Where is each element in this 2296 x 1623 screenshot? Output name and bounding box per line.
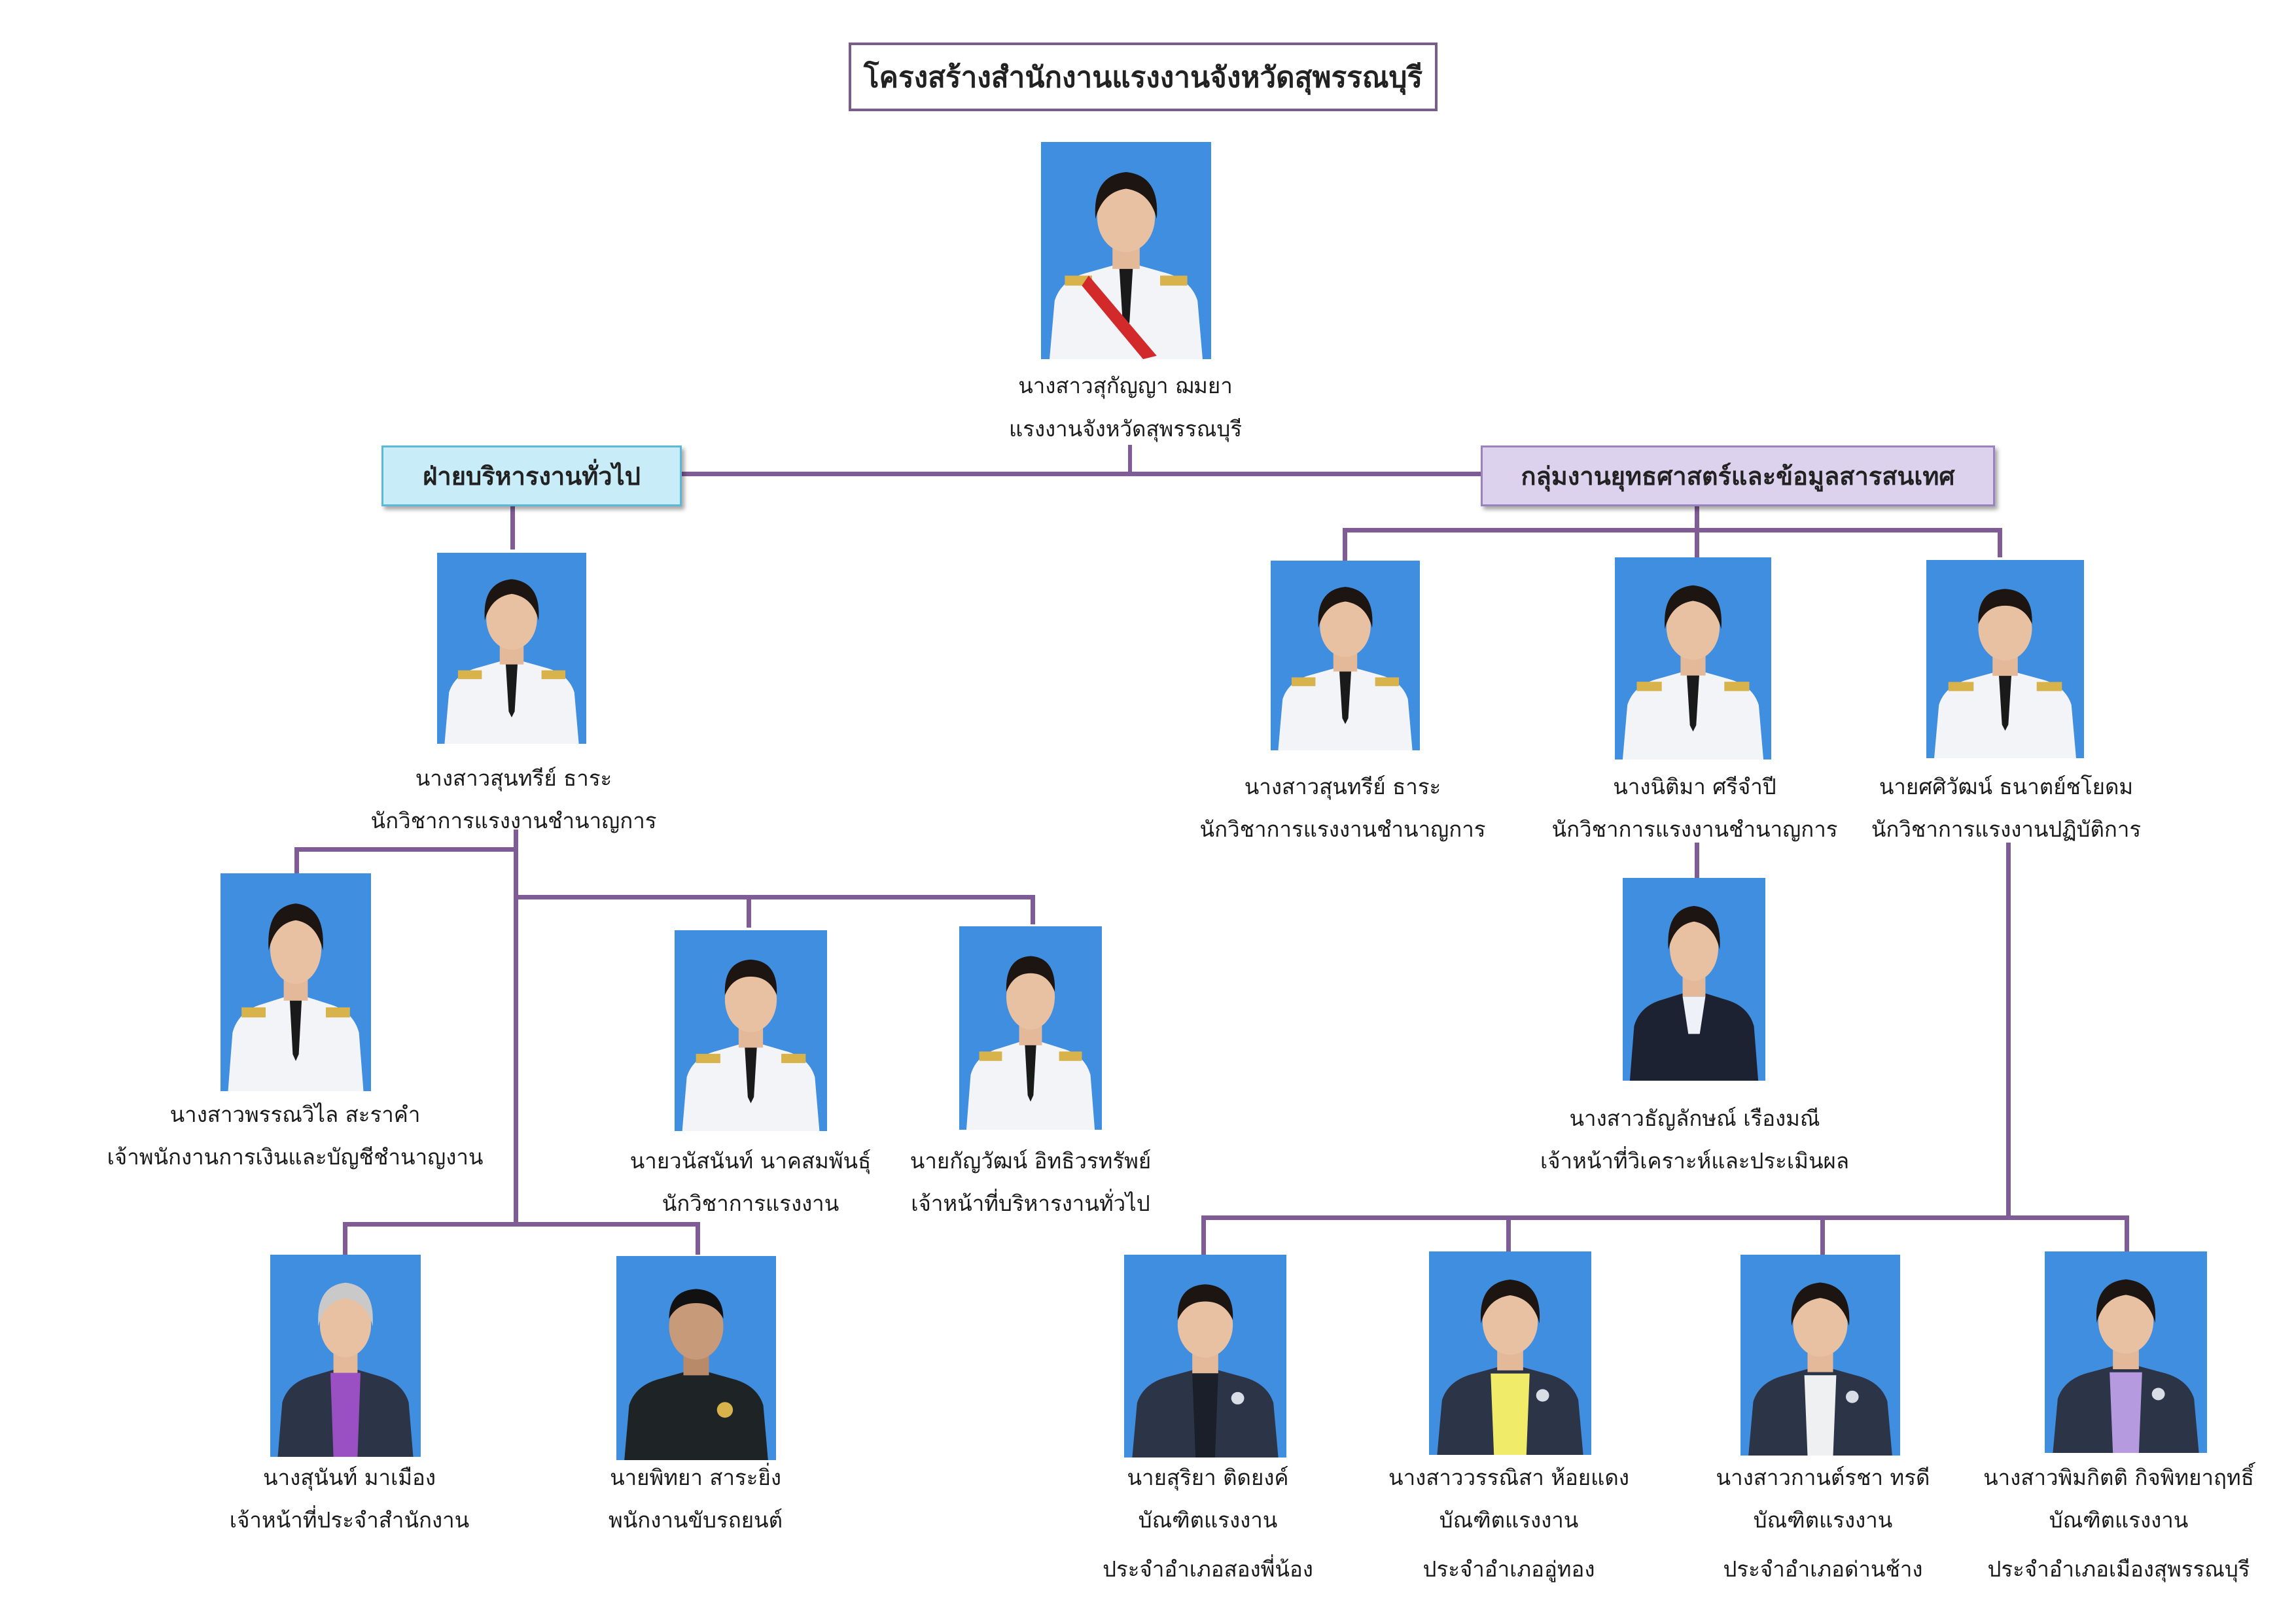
person-position: บัณฑิตแรงงาน [2049,1507,2189,1533]
portrait-photo [221,873,371,1091]
portrait-photo [1124,1255,1286,1457]
person-position: เจ้าพนักงานการเงินและบัญชีชำนาญงาน [107,1144,484,1170]
person-area: ประจำอำเภอด่านช้าง [1723,1556,1923,1582]
person-name: นายสุริยา ติดยงค์ [1127,1465,1289,1490]
person-name: นายศศิวัฒน์ ธนาตย์ชโยดม [1879,774,2134,799]
person-position: เจ้าหน้าที่วิเคราะห์และประเมินผล [1540,1148,1850,1174]
portrait-photo [437,553,586,744]
dept-general-admin: ฝ่ายบริหารงานทั่วไป [381,445,682,506]
person-name: นางสาวธัญลักษณ์ เรืองมณี [1569,1106,1820,1131]
portrait-photo [1623,878,1765,1081]
person-name: นางสาววรรณิสา ห้อยแดง [1388,1465,1629,1490]
dept-strategy-info: กลุ่มงานยุทธศาสตร์และข้อมูลสารสนเทศ [1481,445,1995,506]
person-name: นายพิทยา สาระยิ่ง [610,1465,781,1490]
person-position: นักวิชาการแรงงานชำนาญการ [1199,816,1486,842]
chart-title: โครงสร้างสำนักงานแรงงานจังหวัดสุพรรณบุรี [849,43,1438,111]
person-position: พนักงานขับรถยนต์ [608,1507,783,1533]
portrait-photo [616,1256,776,1460]
person-area: ประจำอำเภอสองพี่น้อง [1103,1556,1313,1582]
portrait-photo [1429,1251,1591,1455]
person-position: บัณฑิตแรงงาน [1753,1507,1893,1533]
person-name: นายวนัสนันท์ นาคสมพันธุ์ [629,1148,872,1174]
portrait-photo [675,930,827,1131]
person-position: นักวิชาการแรงงานชำนาญการ [1551,816,1838,842]
person-position: แรงงานจังหวัดสุพรรณบุรี [1008,416,1243,442]
person-area: ประจำอำเภออู่ทอง [1422,1556,1595,1582]
person-position: เจ้าหน้าที่บริหารงานทั่วไป [911,1191,1150,1216]
portrait-photo [959,926,1102,1130]
person-position: บัณฑิตแรงงาน [1138,1507,1278,1533]
person-name: นางสาวพิมกิตติ กิจพิทยาฤทธิ์ [1983,1465,2254,1490]
portrait-photo [1271,561,1420,750]
person-position: นักวิชาการแรงงานชำนาญการ [370,808,657,833]
person-name: นายกัญวัฒน์ อิทธิวรทรัพย์ [910,1148,1152,1174]
person-position: เจ้าหน้าที่ประจำสำนักงาน [229,1507,470,1533]
person-name: นางสุนันท์ มาเมือง [263,1465,436,1490]
person-name: นางสาวพรรณวิไล สะราคำ [169,1102,421,1127]
portrait-photo [1615,557,1771,759]
portrait-photo [1740,1255,1900,1456]
portrait-photo-head [1041,142,1211,359]
person-name: นางสาวสุนทรีย์ ธาระ [1244,774,1441,799]
person-name: นางสาวสุนทรีย์ ธาระ [415,765,612,791]
person-name: นางนิติมา ศรีจำปี [1613,774,1776,799]
person-name: นางสาวกานต์รชา ทรดี [1716,1465,1930,1490]
portrait-photo [1926,560,2084,758]
person-position: บัณฑิตแรงงาน [1439,1507,1579,1533]
portrait-photo [270,1255,421,1457]
person-name: นางสาวสุกัญญา ฌมยา [1018,373,1233,398]
person-position: นักวิชาการแรงงานปฏิบัติการ [1871,816,2142,842]
person-area: ประจำอำเภอเมืองสุพรรณบุรี [1987,1556,2250,1582]
portrait-photo [2045,1251,2207,1453]
person-position: นักวิชาการแรงงาน [662,1191,839,1216]
